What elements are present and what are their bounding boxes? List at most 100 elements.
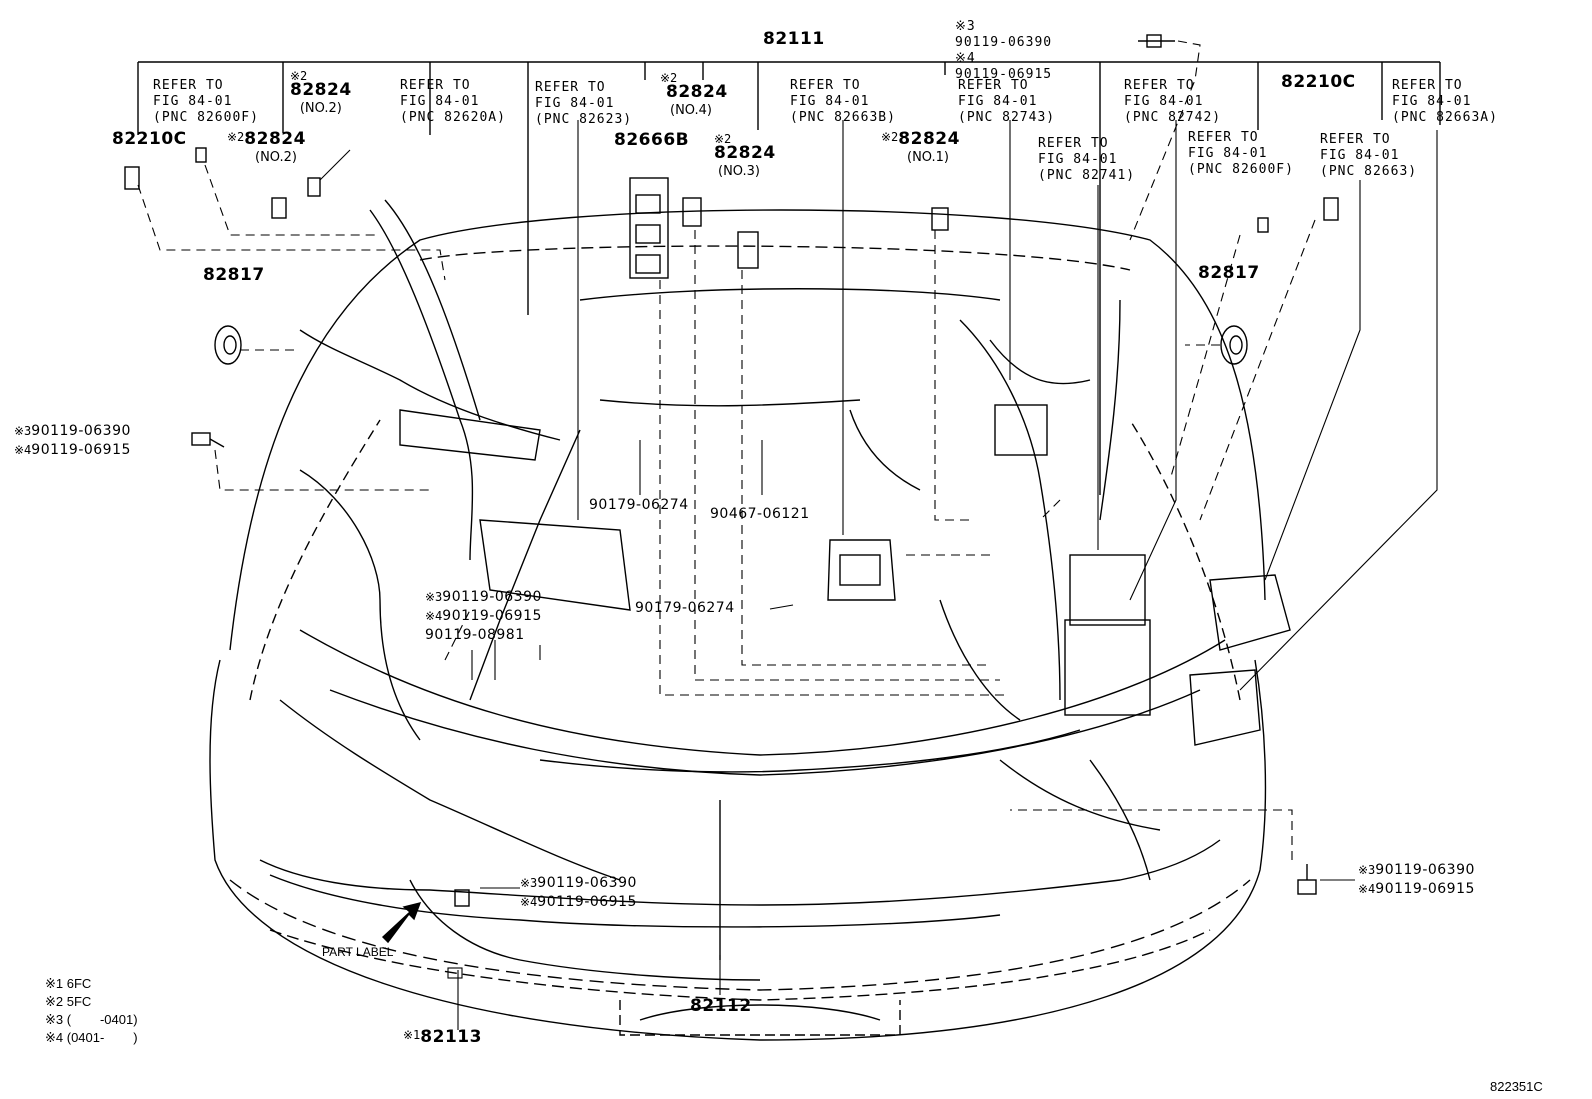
refer-line: (PNC 82743) xyxy=(958,110,1056,125)
label-82113: ※182113 xyxy=(403,1029,482,1046)
bolt-b4: 90119-06915 xyxy=(1375,881,1475,897)
bolt-b3: 90119-06390 xyxy=(1375,862,1475,878)
bolt-left xyxy=(191,432,225,448)
mark3-icon: ※3 xyxy=(520,876,538,890)
refer-line: REFER TO xyxy=(535,80,606,95)
legend-row: ※3 ( -0401) xyxy=(45,1011,138,1029)
refer-82743: REFER TO FIG 84-01 (PNC 82743) xyxy=(958,78,1055,126)
relay-block-82666b xyxy=(629,177,669,279)
solid-leaders xyxy=(319,120,1438,1030)
legend-row: ※1 6FC xyxy=(45,975,138,993)
label-90467-06121: 90467-06121 xyxy=(710,506,810,522)
mark1-icon: ※1 xyxy=(403,1028,421,1042)
part-sub: (NO.3) xyxy=(718,164,760,179)
refer-line: (PNC 82742) xyxy=(1124,110,1222,125)
bolt-b4: 90119-06915 xyxy=(442,608,542,624)
legend-row: ※2 5FC xyxy=(45,993,138,1011)
mark3-icon: ※3 xyxy=(955,19,976,34)
refer-82600f-right: REFER TO FIG 84-01 (PNC 82600F) xyxy=(1188,130,1294,178)
label-90179-06274-b: 90179-06274 xyxy=(635,600,735,616)
refer-82741: REFER TO FIG 84-01 (PNC 82741) xyxy=(1038,136,1135,184)
label-82817-left: 82817 xyxy=(203,265,265,285)
connector-label-82824-no1: ※282824 (NO.1) xyxy=(881,129,960,165)
relay-block-82210c-right xyxy=(1323,197,1339,221)
label-82111: 82111 xyxy=(763,29,825,49)
refer-82663a: REFER TO FIG 84-01 (PNC 82663A) xyxy=(1392,78,1498,126)
refer-line: FIG 84-01 xyxy=(1038,152,1118,167)
mark3-icon: ※3 xyxy=(425,590,443,604)
fuse-block-82743 xyxy=(994,404,1048,456)
harness-wiring xyxy=(259,199,1221,981)
cover-82663a xyxy=(1189,669,1261,746)
part-label-text: PART LABEL xyxy=(322,945,394,959)
connector-82824-no3 xyxy=(737,231,759,269)
label-82210c-left: 82210C xyxy=(112,129,187,149)
refer-line: REFER TO xyxy=(958,78,1029,93)
refer-line: (PNC 82663A) xyxy=(1392,110,1498,125)
connector-label-82824-no4: ※2 82824 (NO.4) xyxy=(660,72,728,117)
bolt-callout-bottom: ※390119-06390 ※490119-06915 xyxy=(520,874,637,912)
bolt-b3: 90119-06390 xyxy=(442,589,542,605)
refer-line: (PNC 82600F) xyxy=(1188,162,1294,177)
part-sub: (NO.1) xyxy=(907,150,949,165)
refer-line: (PNC 82741) xyxy=(1038,168,1136,183)
vehicle-body-outline xyxy=(209,209,1267,1041)
label-90179-06274-a: 90179-06274 xyxy=(589,497,689,513)
bolt-b3: 90119-06390 xyxy=(537,875,637,891)
part-sub: (NO.4) xyxy=(670,103,712,118)
bolt-bottom xyxy=(454,889,470,907)
connector-label-82824-no2-left: ※282824 (NO.2) xyxy=(227,131,306,165)
bolt-callout-right: ※390119-06390 ※490119-06915 xyxy=(1358,861,1475,899)
relay-box-82663b xyxy=(827,539,896,601)
connector-82824-no4 xyxy=(682,197,702,227)
refer-line: FIG 84-01 xyxy=(1320,148,1400,163)
mark4-icon: ※4 xyxy=(1358,882,1376,896)
label-82112: 82112 xyxy=(690,996,752,1016)
bolt-top-right xyxy=(1138,34,1175,48)
refer-line: REFER TO xyxy=(1038,136,1109,151)
mark4-icon: ※4 xyxy=(955,51,976,66)
ecu-bracket xyxy=(399,409,631,611)
mark2-icon: ※2 xyxy=(660,71,678,85)
legend-text: ( -0401) xyxy=(66,1012,138,1027)
footnote-legend: ※1 6FC ※2 5FC ※3 ( -0401) ※4 (0401- ) xyxy=(45,975,138,1047)
part-number: 82824 xyxy=(714,143,776,163)
legend-mark: ※2 xyxy=(45,994,64,1009)
refer-82742: REFER TO FIG 84-01 (PNC 82742) xyxy=(1124,78,1221,126)
refer-line: REFER TO xyxy=(153,78,224,93)
refer-82663b: REFER TO FIG 84-01 (PNC 82663B) xyxy=(790,78,896,126)
refer-line: FIG 84-01 xyxy=(1188,146,1268,161)
refer-line: FIG 84-01 xyxy=(1392,94,1472,109)
legend-mark: ※3 xyxy=(45,1012,64,1027)
legend-row: ※4 (0401- ) xyxy=(45,1029,138,1047)
grommet-82817-right xyxy=(1220,325,1248,365)
legend-mark: ※1 xyxy=(45,976,64,991)
legend-text: 6FC xyxy=(66,976,92,991)
refer-line: REFER TO xyxy=(1124,78,1195,93)
bolt-top-b4: 90119-06915 xyxy=(955,67,1053,82)
refer-line: (PNC 82600F) xyxy=(153,110,259,125)
mark2-icon: ※2 xyxy=(290,69,308,83)
refer-line: REFER TO xyxy=(1188,130,1259,145)
legend-text: 5FC xyxy=(66,994,92,1009)
mark3-icon: ※3 xyxy=(14,424,32,438)
figure-id: 822351C xyxy=(1490,1079,1543,1094)
legend-mark: ※4 xyxy=(45,1030,64,1045)
cover-82663 xyxy=(1209,574,1291,651)
part-label-arrow xyxy=(381,901,422,944)
grommet-82817-left xyxy=(214,325,242,365)
refer-line: (PNC 82620A) xyxy=(400,110,506,125)
part-number: 82824 xyxy=(898,129,960,149)
refer-line: REFER TO xyxy=(400,78,471,93)
refer-line: REFER TO xyxy=(790,78,861,93)
refer-82623: REFER TO FIG 84-01 (PNC 82623) xyxy=(535,80,632,128)
connector-82600f-right xyxy=(1257,217,1269,233)
relay-block-82210c-left xyxy=(124,166,140,190)
part-number: 82113 xyxy=(420,1027,482,1047)
label-82666b: 82666B xyxy=(614,130,690,150)
part-number: 82824 xyxy=(290,80,352,100)
mark4-icon: ※4 xyxy=(14,443,32,457)
refer-line: (PNC 82663B) xyxy=(790,110,896,125)
label-82817-right: 82817 xyxy=(1198,263,1260,283)
